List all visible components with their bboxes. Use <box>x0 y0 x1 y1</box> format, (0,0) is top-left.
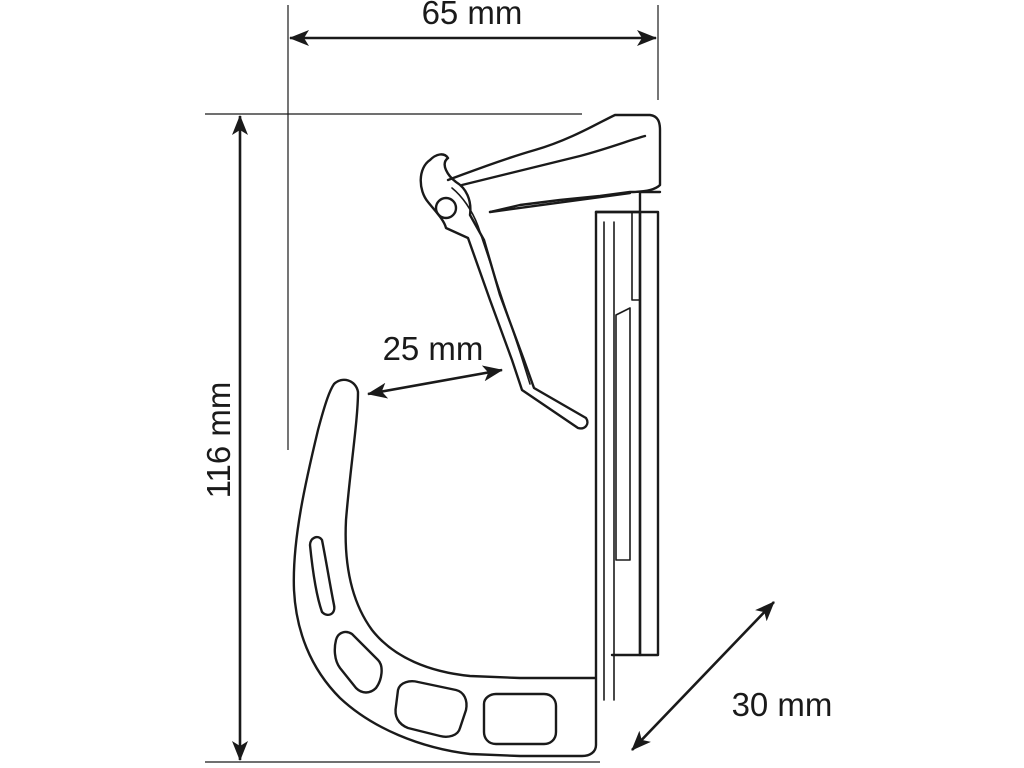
hook-part <box>292 113 662 758</box>
top-cap-inner-curve <box>460 134 647 187</box>
spring-wire <box>451 187 531 385</box>
top-cap-bottom-edge <box>488 191 632 214</box>
extension-lines <box>205 5 659 763</box>
opening-label: 25 mm <box>383 330 484 367</box>
opening-dimension-arrow <box>367 365 503 399</box>
spring-clip-outline <box>419 153 589 430</box>
hook-slot-4 <box>482 692 558 746</box>
hook-slot-2 <box>333 630 383 694</box>
back-plate-main <box>594 210 642 657</box>
back-plate-slot <box>615 307 631 561</box>
hook-slot-3 <box>394 680 468 738</box>
width-label: 65 mm <box>422 0 523 31</box>
j-hook-outline <box>292 210 598 758</box>
height-label: 116 mm <box>200 382 237 499</box>
depth-label: 30 mm <box>732 686 833 723</box>
back-plate-right-edge <box>631 211 641 301</box>
clip-pivot-hole <box>434 196 458 220</box>
hook-slot-1 <box>308 535 336 616</box>
dimension-arrows <box>232 30 775 761</box>
depth-dimension-arrow <box>631 601 775 751</box>
back-plate-outer <box>594 190 662 657</box>
